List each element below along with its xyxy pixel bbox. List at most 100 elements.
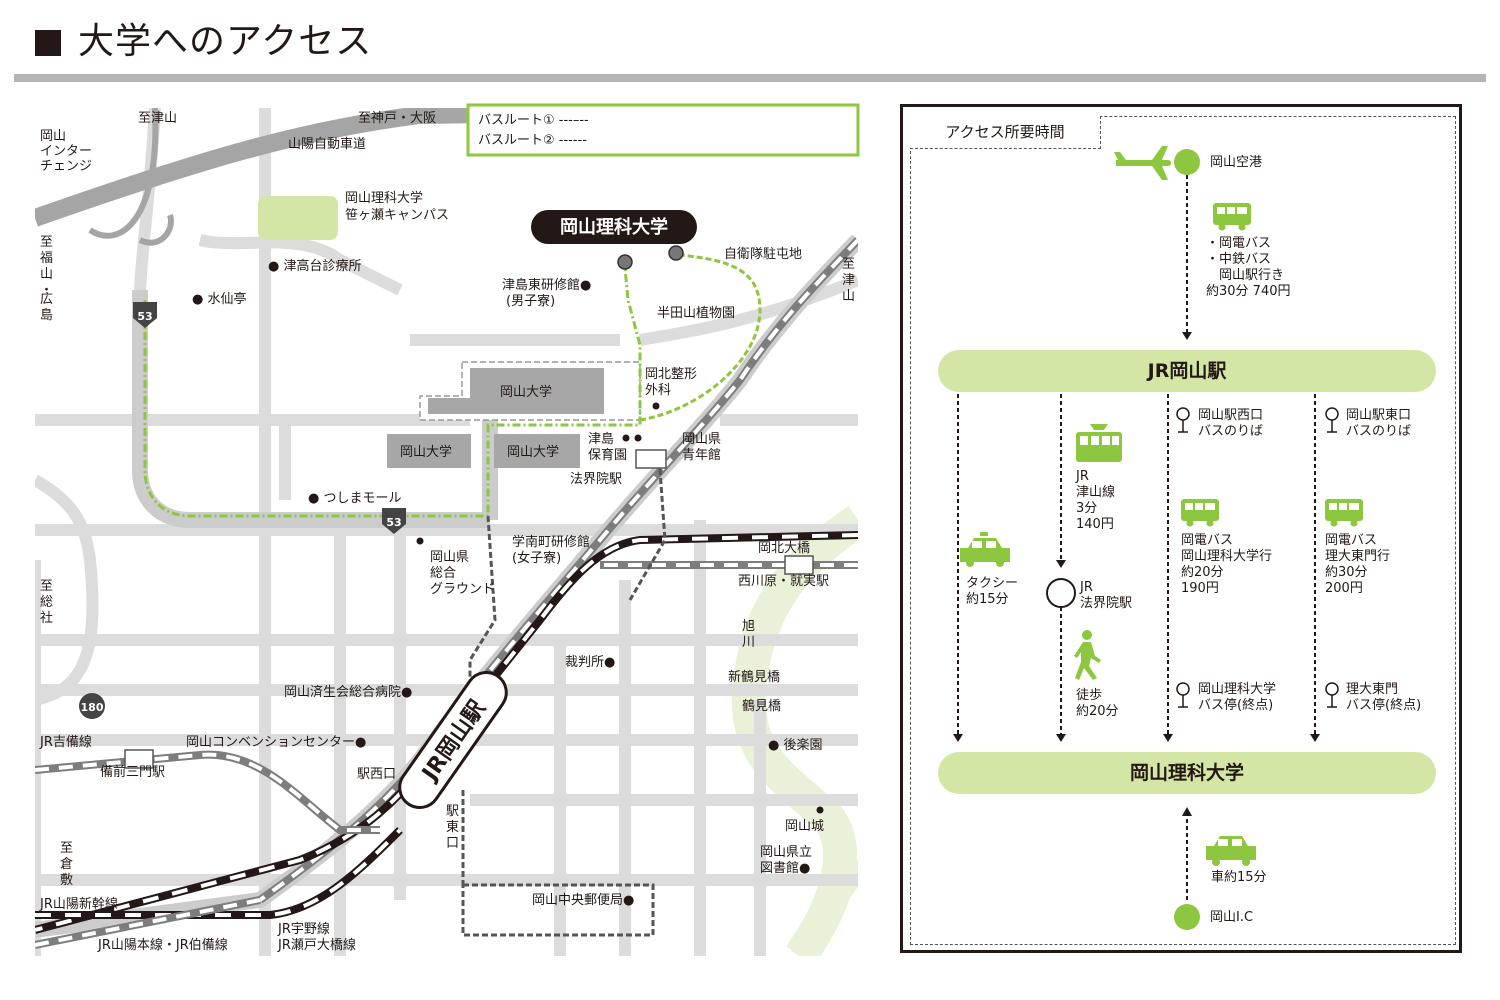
label-to-tsuyama: 至津山	[138, 111, 177, 126]
label-station-east-exit: 口	[446, 836, 459, 851]
jr-okayama-station-pill: JR岡山駅	[938, 350, 1436, 392]
bus-route-legend: バスルート① ---–-- バスルート② ------	[466, 103, 860, 157]
label-to-fukuyama: 山	[40, 267, 53, 282]
label-station-west-exit: 駅西口	[357, 767, 396, 782]
label-okayama-ic: チェンジ	[40, 159, 92, 174]
label-okayama-ic: 岡山	[40, 129, 66, 144]
label-korakuen: ● 後楽園	[768, 737, 822, 753]
bus-icon	[1213, 203, 1251, 231]
label-to-fukuyama: 福	[40, 251, 53, 266]
label-post-office: 岡山中央郵便局●	[532, 893, 634, 908]
label-shintsurumi-bridge: 新鶴見橋	[728, 669, 780, 685]
east-exit-bus-stop: 岡山駅東口 バスのりば	[1346, 408, 1412, 439]
access-panel	[900, 104, 1462, 953]
car-info: 車約15分	[1211, 870, 1267, 885]
label-nishigawara-station: 西川原・就実駅	[738, 573, 829, 589]
arrow-down-icon	[1310, 734, 1320, 742]
label-suisentei: ● 水仙亭	[192, 291, 246, 307]
label-tsushima-nursery: 津島	[588, 432, 614, 447]
label-to-kurashiki: 倉	[60, 857, 73, 872]
train-icon	[1076, 424, 1122, 462]
bus-icon	[1325, 499, 1363, 527]
nishigawara-station-marker	[784, 555, 814, 575]
label-okayama-univ-west: 岡山大学	[400, 444, 452, 460]
label-court: 裁判所●	[565, 654, 615, 670]
label-saiseikai-hospital: 岡山済生会総合病院●	[284, 684, 412, 700]
label-gakunan-dorm: 学南町研修館	[512, 534, 590, 550]
east-terminal-stop: 理大東門 バス停(終点)	[1346, 682, 1422, 713]
label-okayama-univ-east: 岡山大学	[507, 444, 559, 460]
bus-stop-icon	[1325, 682, 1339, 708]
university-pill: 岡山理科大学	[938, 752, 1436, 794]
label-to-soja: 社	[40, 610, 53, 626]
svg-text:53: 53	[137, 310, 152, 323]
label-bizen-mikado-station: 備前三門駅	[100, 764, 165, 780]
jr-hokaiin-station-label: JR 法界院駅	[1080, 580, 1133, 611]
label-hokuto-clinic: 岡北整形	[645, 367, 697, 382]
route-53-shield-south: 53	[382, 508, 406, 534]
label-to-soja: 総	[40, 595, 53, 610]
label-tsushima-mall: ● つしまモール	[308, 491, 401, 506]
label-okayama-ic: インター	[40, 144, 92, 159]
map-labels: 至津山 至神戸・大阪 山陽自動車道 岡山 インター チェンジ 至 福 山 ・ 広…	[39, 111, 855, 953]
hokaiin-station-node	[1046, 578, 1076, 608]
east-bus-info: 岡電バス 理大東門行 約30分 200円	[1325, 533, 1391, 596]
label-to-tsuyama-east: 至	[842, 257, 855, 272]
arrow-down-icon	[1056, 560, 1066, 568]
label-okayama-castle: 岡山城	[785, 819, 824, 834]
airplane-icon	[1114, 146, 1171, 180]
label-to-kobe-osaka: 至神戸・大阪	[358, 111, 436, 126]
label-sanyo-hakubi-line: JR山陽本線・JR伯備線	[97, 937, 228, 953]
arrow-down-icon	[1056, 734, 1066, 742]
label-tsurumi-bridge: 鶴見橋	[742, 698, 781, 714]
label-asahi-river: 川	[742, 635, 755, 650]
airport-node	[1174, 149, 1200, 175]
okayama-univ-east-block	[494, 434, 580, 468]
legend-route-1: バスルート① ---–--	[478, 113, 589, 128]
arrow-down-icon	[1182, 332, 1192, 340]
label-seto-ohashi-line: JR瀬戸大橋線	[277, 937, 356, 953]
west-bus-info: 岡電バス 岡山理科大学行 約20分 190円	[1181, 533, 1273, 596]
sanyo-expressway-road	[35, 108, 858, 227]
local-roads	[35, 108, 858, 956]
label-to-tsuyama-east: 津	[842, 273, 855, 288]
label-sasagase-campus: 岡山理科大学	[345, 190, 423, 206]
label-to-fukuyama: 島	[40, 308, 53, 323]
okayama-ic-label: 岡山I.C	[1210, 910, 1254, 925]
route-53-shield-north: 53	[133, 302, 157, 328]
label-pref-library: 図書館●	[760, 861, 810, 876]
university-badge: 岡山理科大学	[531, 210, 697, 244]
tsushima-campus-pin	[617, 254, 633, 270]
label-station-east-exit: 東	[446, 819, 459, 835]
label-to-kurashiki: 至	[60, 841, 73, 856]
label-sdf-camp: 自衛隊駐屯地	[724, 246, 802, 262]
label-convention-center: 岡山コンベンションセンター●	[186, 735, 366, 750]
label-sasagase-campus: 笹ヶ瀬キャンパス	[345, 207, 449, 223]
label-hokaiin-station: 法界院駅	[570, 472, 622, 487]
label-tsushima-nursery: 保育園	[588, 447, 627, 463]
label-sogo-ground: 総合	[430, 566, 456, 581]
taxi-icon	[960, 532, 1010, 567]
label-jr-kibi-line: JR吉備線	[39, 734, 92, 750]
arrow-up-icon	[1182, 807, 1192, 816]
label-to-fukuyama: ・	[40, 283, 53, 298]
label-youth-hall: 岡山県	[682, 432, 721, 447]
label-kohoku-bridge: 岡北大橋	[758, 541, 810, 556]
label-to-tsuyama-east: 山	[842, 289, 855, 304]
sasagase-campus-area	[258, 196, 338, 240]
label-uno-line: JR宇野線	[277, 921, 330, 937]
map-roads	[35, 108, 858, 956]
bus-stop-icon	[1176, 407, 1190, 433]
okayama-univ-west-block	[387, 434, 471, 468]
university-pin	[668, 245, 684, 261]
label-tsushima-east-dorm: (男子寮)	[506, 293, 555, 309]
okayama-ic-node	[1174, 904, 1200, 930]
jr-tsuyama-line-info: JR 津山線 3分 140円	[1076, 469, 1116, 532]
arrow-down-icon	[1163, 734, 1173, 742]
west-terminal-stop: 岡山理科大学 バス停(終点)	[1198, 682, 1277, 713]
bizen-mikado-station-marker	[124, 749, 154, 769]
okayama-univ-main-block	[470, 368, 604, 414]
bus-stop-icon	[1176, 682, 1190, 708]
